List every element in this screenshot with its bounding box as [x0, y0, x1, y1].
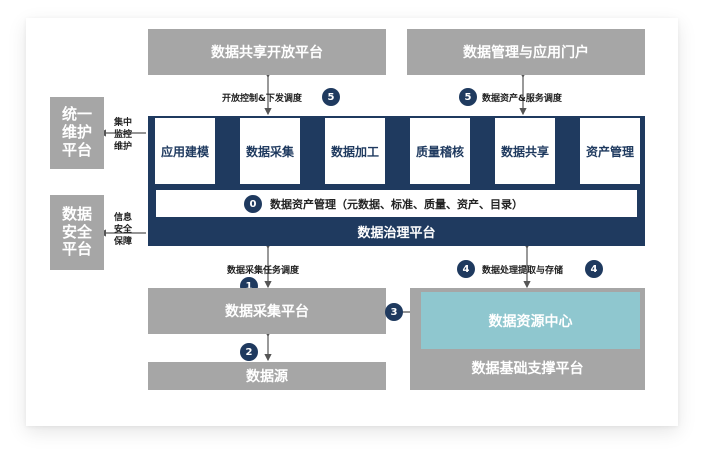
- security-side-label: 信息安全保障: [113, 212, 133, 248]
- governance-platform-title: 数据治理平台: [148, 224, 645, 244]
- module-data-sharing: 数据共享: [495, 118, 555, 184]
- module-data-processing: 数据加工: [325, 118, 385, 184]
- ops-platform-label: 统一维护平台: [60, 106, 94, 159]
- flow-label-open-control: 开放控制&下发调度: [222, 91, 302, 104]
- badge-4-right: 4: [585, 260, 603, 278]
- foundation-platform-label: 数据基础支撑平台: [472, 358, 584, 378]
- ops-side-label: 集中监控维护: [113, 117, 133, 153]
- resource-center: 数据资源中心: [421, 292, 640, 349]
- security-platform: 数据安全平台: [50, 195, 104, 270]
- badge-5-right: 5: [459, 88, 477, 106]
- flow-label-asset-service: 数据资产&服务调度: [482, 91, 562, 104]
- module-data-collection: 数据采集: [240, 118, 300, 184]
- asset-management-bar: 数据资产管理（元数据、标准、质量、资产、目录）: [156, 190, 637, 217]
- management-portal: 数据管理与应用门户: [407, 29, 645, 75]
- module-app-modeling: 应用建模: [155, 118, 215, 184]
- data-source: 数据源: [148, 362, 386, 390]
- badge-4-left: 4: [457, 260, 475, 278]
- badge-0: 0: [244, 195, 262, 213]
- open-sharing-platform: 数据共享开放平台: [148, 29, 386, 75]
- ops-platform: 统一维护平台: [50, 97, 104, 169]
- badge-5-left: 5: [322, 88, 340, 106]
- badge-2: 2: [240, 343, 258, 361]
- collection-platform: 数据采集平台: [148, 288, 386, 334]
- flow-label-collect-schedule: 数据采集任务调度: [227, 263, 299, 276]
- flow-label-processing-storage: 数据处理提取与存储: [482, 263, 563, 276]
- module-quality-audit: 质量稽核: [410, 118, 470, 184]
- badge-3: 3: [385, 303, 403, 321]
- module-asset-management: 资产管理: [580, 118, 640, 184]
- security-platform-label: 数据安全平台: [60, 206, 94, 259]
- asset-management-label: 数据资产管理（元数据、标准、质量、资产、目录）: [270, 196, 523, 212]
